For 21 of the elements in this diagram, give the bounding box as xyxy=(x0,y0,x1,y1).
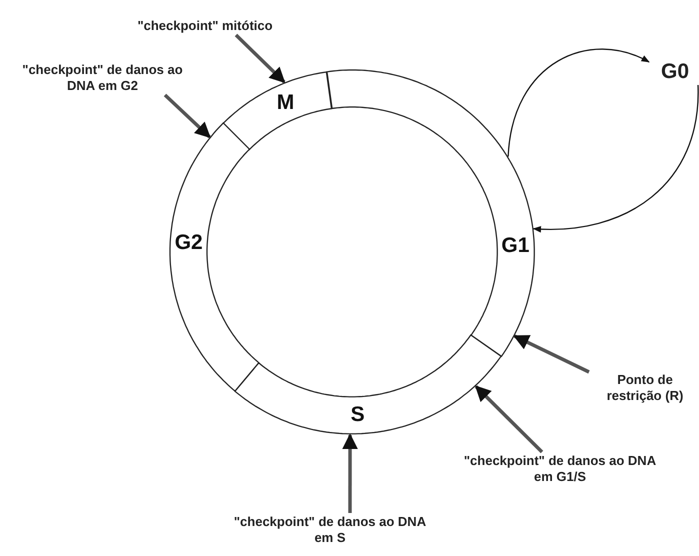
cycle-arrow xyxy=(508,48,650,157)
phase-label: G0 xyxy=(650,60,699,84)
cell-cycle-phase-segment xyxy=(222,71,332,150)
pointer-arrow xyxy=(234,34,286,84)
cell-cycle-phase-segment xyxy=(169,122,260,392)
checkpoint-label: Ponto de restrição (R) xyxy=(590,372,699,404)
pointer-arrow xyxy=(513,334,590,374)
phase-label: S xyxy=(350,403,365,428)
cycle-arrow xyxy=(532,84,699,232)
pointer-arrow xyxy=(164,94,211,138)
phase-label: M xyxy=(276,90,294,115)
cell-cycle-phase-segment xyxy=(326,69,535,358)
checkpoint-label: "checkpoint" de danos ao DNA em G1/S xyxy=(455,453,665,485)
cell-cycle-phase-segment xyxy=(234,334,502,435)
checkpoint-label: "checkpoint" de danos ao DNA em G2 xyxy=(10,62,195,94)
checkpoint-label: "checkpoint" de danos ao DNA em S xyxy=(230,514,430,546)
phase-label: G1 xyxy=(501,234,530,258)
pointer-arrow xyxy=(474,385,544,454)
pointer-arrow xyxy=(342,433,358,513)
phase-label: G2 xyxy=(174,231,203,256)
checkpoint-label: "checkpoint" mitótico xyxy=(110,18,300,34)
